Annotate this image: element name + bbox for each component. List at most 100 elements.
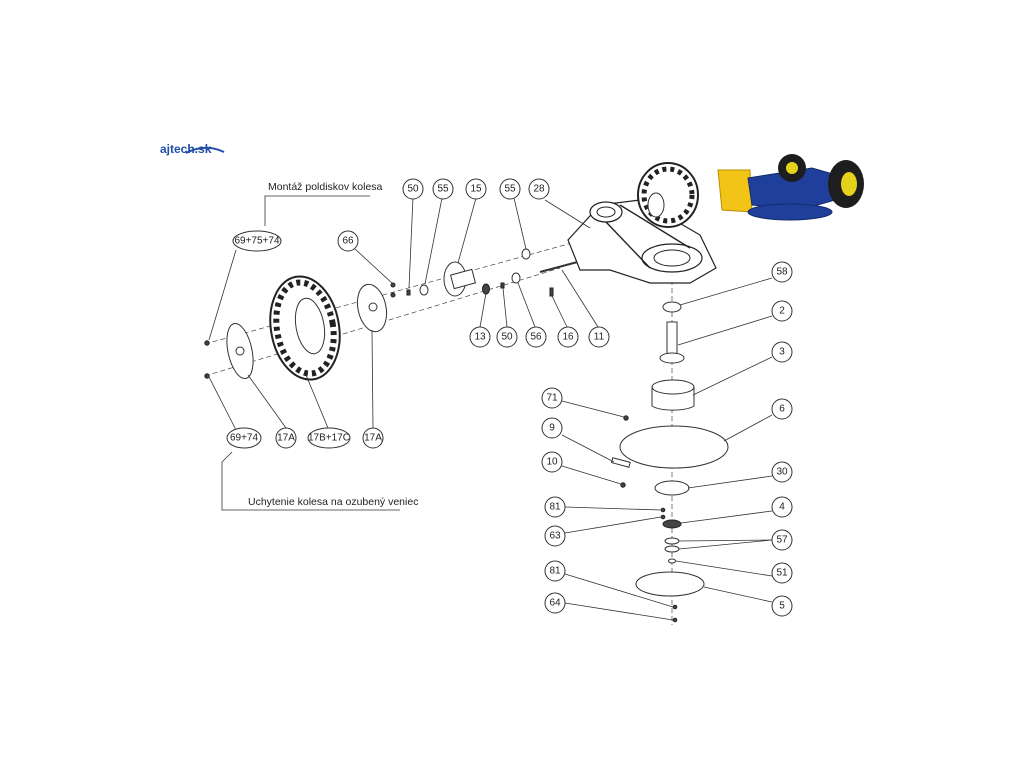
bolt-66	[390, 282, 396, 288]
half-disc-hub-left	[235, 346, 245, 356]
ajtech-logo: ajtech.sk	[160, 142, 225, 156]
callout-64: 64	[544, 592, 566, 614]
bearing-56	[511, 272, 521, 284]
disc-5	[635, 571, 705, 597]
machine-deck	[747, 203, 833, 221]
callout-56: 56	[525, 326, 547, 348]
svg-text:16: 16	[562, 332, 574, 343]
svg-text:2: 2	[779, 306, 785, 317]
svg-text:57: 57	[776, 535, 788, 546]
callout-leaders	[208, 196, 773, 621]
svg-text:69+75+74: 69+75+74	[234, 236, 279, 247]
svg-text:50: 50	[501, 332, 513, 343]
callout-13: 13	[469, 326, 491, 348]
tire-17b-17c	[269, 275, 341, 381]
svg-text:17A: 17A	[364, 433, 382, 444]
callout-10: 10	[541, 451, 563, 473]
svg-text:30: 30	[776, 467, 788, 478]
bearing-4	[662, 519, 682, 529]
svg-text:55: 55	[437, 184, 449, 195]
svg-text:58: 58	[776, 267, 788, 278]
svg-text:9: 9	[549, 423, 555, 434]
svg-text:81: 81	[549, 502, 561, 513]
callout-15: 15	[465, 178, 487, 200]
housing-28	[567, 162, 717, 284]
callout-30: 30	[771, 461, 793, 483]
callout-55-b: 55	[499, 178, 521, 200]
bolt-81-bottom	[672, 604, 678, 610]
svg-text:4: 4	[779, 502, 785, 513]
callout-66: 66	[337, 230, 359, 252]
callout-58: 58	[771, 261, 793, 283]
wheel-assembly	[204, 275, 396, 381]
callout-69-74: 69+74	[226, 427, 262, 449]
svg-text:55: 55	[504, 184, 516, 195]
svg-text:17B+17C: 17B+17C	[308, 433, 350, 444]
callout-2: 2	[771, 300, 793, 322]
svg-text:50: 50	[407, 184, 419, 195]
svg-text:64: 64	[549, 598, 561, 609]
svg-text:5: 5	[779, 601, 785, 612]
svg-text:71: 71	[546, 393, 558, 404]
callout-50-bottom: 50	[496, 326, 518, 348]
callout-57: 57	[771, 529, 793, 551]
callout-28: 28	[528, 178, 550, 200]
svg-text:28: 28	[533, 184, 545, 195]
callout-17a-right: 17A	[362, 427, 384, 449]
deflector-yellow	[717, 169, 753, 213]
svg-text:11: 11	[594, 332, 605, 343]
svg-text:51: 51	[776, 568, 788, 579]
callout-5: 5	[771, 595, 793, 617]
note-top-text: Montáž poldiskov kolesa	[268, 181, 383, 193]
callout-3: 3	[771, 341, 793, 363]
pin-50	[406, 289, 411, 296]
note-bottom-leader	[221, 451, 400, 511]
callout-17b-17c: 17B+17C	[307, 427, 351, 449]
svg-text:3: 3	[779, 347, 785, 358]
washer-57-a	[664, 537, 680, 545]
logo-swoosh-icon	[185, 146, 225, 154]
bearing-55-b	[521, 248, 531, 260]
callout-50-top: 50	[402, 178, 424, 200]
callout-17a-left: 17A	[275, 427, 297, 449]
pulley-main	[641, 243, 703, 273]
hub-parts	[406, 248, 601, 297]
spindle-flange-2	[659, 352, 685, 364]
nut-13	[482, 283, 490, 295]
cutter-stack	[610, 301, 729, 623]
half-disc-hub-right	[368, 302, 378, 312]
callout-9: 9	[541, 417, 563, 439]
callout-4: 4	[771, 496, 793, 518]
bolt-81-top	[660, 507, 666, 513]
svg-text:17A: 17A	[277, 433, 295, 444]
disc-6	[619, 425, 729, 469]
svg-text:10: 10	[546, 457, 558, 468]
svg-text:66: 66	[342, 236, 354, 247]
pin-16	[549, 287, 554, 297]
drum-top-3	[651, 379, 695, 395]
bolt-66-b	[390, 292, 396, 298]
pin-50-b	[500, 282, 505, 289]
drive-belt	[605, 204, 691, 269]
blade-9	[610, 457, 631, 468]
hub-shaft-15	[449, 268, 477, 290]
bolt-left-lower	[204, 373, 210, 379]
svg-text:81: 81	[549, 566, 561, 577]
callout-69-75-74: 69+75+74	[232, 230, 282, 252]
callout-6: 6	[771, 398, 793, 420]
note-top: Montáž poldiskov kolesa	[264, 181, 383, 226]
svg-text:13: 13	[474, 332, 486, 343]
callout-63: 63	[544, 525, 566, 547]
note-top-leader	[264, 195, 370, 226]
svg-text:6: 6	[779, 404, 785, 415]
bolt-left-upper	[204, 340, 210, 346]
callout-51: 51	[771, 562, 793, 584]
machine-wheel-rear	[778, 154, 806, 182]
svg-text:69+74: 69+74	[230, 433, 259, 444]
svg-text:56: 56	[530, 332, 542, 343]
hub-30	[654, 480, 690, 496]
bolt-64	[672, 617, 678, 623]
washer-57-b	[664, 545, 680, 553]
